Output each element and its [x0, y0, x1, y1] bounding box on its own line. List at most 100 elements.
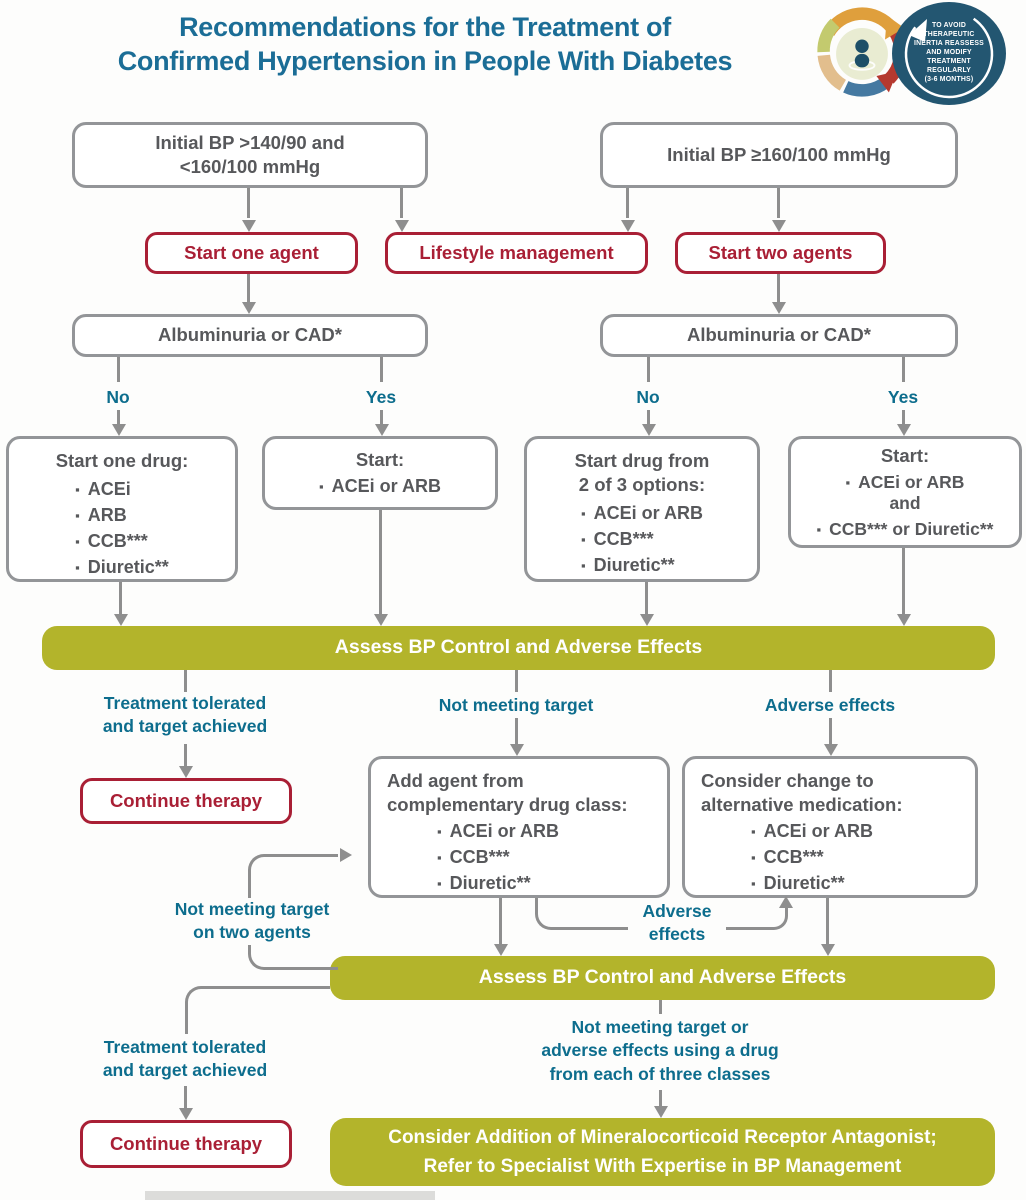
arrow-down-icon [896, 424, 911, 436]
arrow-down-icon [639, 614, 654, 626]
drug-item: Diuretic** [437, 872, 667, 895]
flow-line [625, 188, 629, 218]
arrow-down-icon [820, 944, 835, 956]
add-agent-title: Add agent from [387, 770, 524, 791]
drug-item: CCB*** [751, 846, 975, 869]
flow-line [399, 188, 403, 218]
flow-line [379, 357, 383, 382]
treatment-tolerated-label-2: Treatment tolerated and target achieved [85, 1036, 285, 1083]
flow-line [498, 898, 502, 944]
flow-line [644, 582, 648, 614]
assess-bp-bar-1: Assess BP Control and Adverse Effects [42, 626, 995, 670]
arrow-down-icon [823, 744, 838, 756]
continue-therapy-text: Continue therapy [109, 1133, 263, 1154]
arrow-down-icon [113, 614, 128, 626]
albuminuria-box-left: Albuminuria or CAD* [72, 314, 428, 357]
drug-item: ACEi or ARB [319, 475, 441, 498]
arrow-down-icon [111, 424, 126, 436]
label-line: from each of three classes [549, 1063, 771, 1084]
albuminuria-box-right: Albuminuria or CAD* [600, 314, 958, 357]
flow-line [246, 188, 250, 218]
continue-therapy-text: Continue therapy [109, 790, 263, 811]
not-meeting-two-agents-label: Not meeting target on two agents [158, 898, 346, 945]
flow-line [658, 1090, 662, 1106]
continue-therapy-box-2: Continue therapy [80, 1120, 292, 1168]
label-line: Treatment tolerated [103, 693, 267, 713]
bp-moderate-box: Initial BP >140/90 and <160/100 mmHg [72, 122, 428, 188]
not-meeting-target-label: Not meeting target [416, 694, 616, 718]
arrow-down-icon [896, 614, 911, 626]
drug-item: Diuretic** [75, 556, 169, 579]
arrow-up-icon [779, 896, 793, 908]
arrow-down-icon [241, 302, 256, 314]
flow-line [828, 670, 832, 692]
flow-line [901, 357, 905, 382]
albuminuria-text: Albuminuria or CAD* [687, 324, 871, 346]
badge-text: TO AVOID [931, 22, 966, 30]
arrow-down-icon [374, 424, 389, 436]
drug-item: ACEi [75, 478, 169, 501]
flow-line [901, 410, 905, 424]
bp-severe-box: Initial BP ≥160/100 mmHg [600, 122, 958, 188]
label-line: effects [648, 924, 706, 945]
drug-item: ACEi or ARB [437, 820, 667, 843]
add-agent-box: Add agent from complementary drug class:… [368, 756, 670, 898]
flow-line [514, 718, 518, 744]
arrow-right-icon [340, 848, 352, 862]
continue-therapy-box-1: Continue therapy [80, 778, 292, 824]
flow-line [776, 188, 780, 218]
start-two-agents-text: Start two agents [708, 242, 853, 263]
label-line: Adverse [642, 901, 712, 921]
start-two-of-three-box: Start drug from 2 of 3 options: ACEi or … [524, 436, 760, 582]
reassess-badge: TO AVOID THERAPEUTIC INERTIA REASSESS AN… [892, 2, 1006, 105]
bp-moderate-text2: <160/100 mmHg [179, 156, 321, 177]
flow-line [776, 274, 780, 302]
flow-line [825, 898, 829, 944]
drug-item: ACEi or ARB [846, 471, 964, 493]
conjunction-text: and [889, 493, 921, 514]
flow-line [646, 410, 650, 424]
page-title-line2: Confirmed Hypertension in People With Di… [117, 46, 733, 76]
flow-line [118, 582, 122, 614]
badge-text: REGULARLY [926, 66, 972, 74]
add-agent-title2: complementary drug class: [387, 794, 628, 816]
final-text-line1: Consider Addition of Mineralocorticoid R… [388, 1126, 937, 1148]
arrow-down-icon [620, 220, 635, 232]
badge-text: TREATMENT [927, 57, 971, 65]
start-one-agent-box: Start one agent [145, 232, 358, 274]
drug-item: Diuretic** [581, 554, 703, 577]
arrow-down-icon [493, 944, 508, 956]
start-one-agent-text: Start one agent [184, 242, 319, 263]
start-two-agents-box: Start two agents [675, 232, 886, 274]
arrow-down-icon [178, 1108, 193, 1120]
branch-label-yes: Yes [351, 386, 411, 410]
consider-change-title: Consider change to [701, 770, 874, 791]
branch-label-yes: Yes [873, 386, 933, 410]
flow-line [646, 357, 650, 382]
badge-text: (3-6 MONTHS) [924, 75, 974, 83]
drug-item: ACEi or ARB [581, 502, 703, 525]
arrow-down-icon [641, 424, 656, 436]
flow-line [658, 1000, 662, 1014]
badge-text: INERTIA REASSESS [914, 40, 984, 48]
drug-item: CCB*** or Diuretic** [817, 518, 993, 540]
flow-line [514, 670, 518, 692]
drug-item: CCB*** [581, 528, 703, 551]
flow-line [828, 718, 832, 744]
arrow-down-icon [178, 766, 193, 778]
flow-line [183, 744, 187, 766]
adverse-curve-line [761, 906, 788, 930]
consider-change-title2: alternative medication: [701, 794, 903, 816]
bp-severe-text: Initial BP ≥160/100 mmHg [667, 143, 891, 165]
arrow-down-icon [771, 220, 786, 232]
lifestyle-management-text: Lifestyle management [419, 242, 614, 263]
flow-line [246, 274, 250, 302]
assess-bar-text: Assess BP Control and Adverse Effects [334, 636, 703, 659]
drug-item: CCB*** [75, 530, 169, 553]
drug-item: ARB [75, 504, 169, 527]
flow-line [183, 670, 187, 692]
label-line: Not meeting target [174, 899, 330, 919]
start-one-drug-title: Start one drug: [55, 450, 189, 471]
final-recommendation-box: Consider Addition of Mineralocorticoid R… [330, 1118, 995, 1186]
start-title: Start: [355, 448, 405, 470]
